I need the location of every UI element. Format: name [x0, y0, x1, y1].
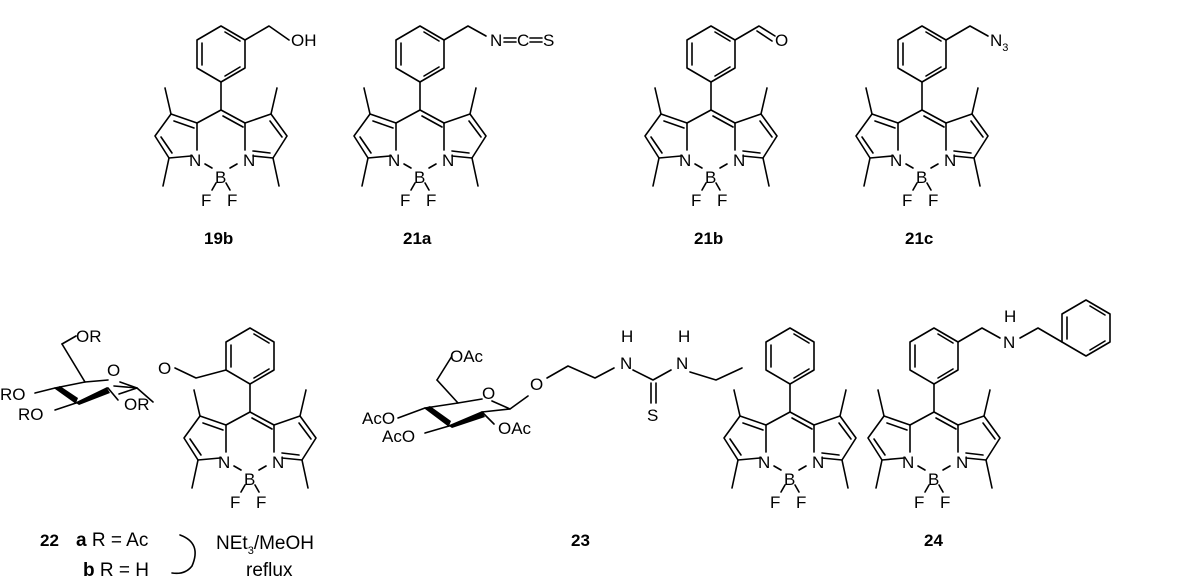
atom-boron: B	[784, 470, 795, 489]
atom-n-right: N	[733, 151, 745, 170]
compound-21b: O N N B F F 21b	[644, 25, 788, 248]
atom-fluorine-right: F	[227, 191, 237, 210]
atom-n-right: N	[812, 453, 824, 472]
substituent-hydroxyl: OH	[291, 31, 317, 50]
sugar-c3-substituent: RO	[18, 405, 44, 424]
sugar-ring-oxygen: O	[482, 384, 495, 403]
amine-nitrogen: N	[1003, 333, 1015, 352]
reaction-condition: reflux	[246, 560, 293, 581]
compound-24: H N N N B F F 24	[867, 299, 1111, 550]
atom-n-right: N	[272, 453, 284, 472]
atom-fluorine-right: F	[717, 191, 727, 210]
amine-hydrogen: H	[1004, 307, 1016, 326]
atom-n-right: N	[442, 151, 454, 170]
atom-fluorine-left: F	[770, 493, 780, 512]
sugar-c3-substituent: AcO	[382, 427, 415, 446]
substituent-s: S	[543, 31, 554, 50]
atom-boron: B	[705, 168, 716, 187]
atom-n-left: N	[218, 453, 230, 472]
atom-fluorine-left: F	[230, 493, 240, 512]
substituent-azide: N3	[990, 31, 1008, 54]
atom-n-left: N	[902, 453, 914, 472]
atom-fluorine-right: F	[940, 493, 950, 512]
atom-n-right: N	[944, 151, 956, 170]
compound-22: N N B F F OR O O RO RO OR 22 a R = Ac b …	[0, 327, 317, 581]
substituent-n: N	[490, 31, 502, 50]
compound-label: 23	[571, 531, 590, 550]
sugar-c2-substituent: OAc	[498, 419, 532, 438]
reaction-reagent: NEt3/MeOH	[216, 533, 314, 557]
compound-label: 21a	[403, 229, 432, 248]
atom-n-right: N	[243, 151, 255, 170]
sugar-c4-substituent: RO	[0, 385, 26, 404]
compound-19b: N N B F F OH 19b	[154, 25, 317, 248]
atom-n-right: N	[956, 453, 968, 472]
atom-boron: B	[916, 168, 927, 187]
atom-fluorine-right: F	[796, 493, 806, 512]
compound-label: 21b	[694, 229, 723, 248]
atom-n-left: N	[890, 151, 902, 170]
compound-21a: N N B F F N C S 21a	[353, 25, 554, 248]
atom-boron: B	[244, 470, 255, 489]
atom-fluorine-left: F	[691, 191, 701, 210]
atom-boron: B	[414, 168, 425, 187]
atom-fluorine-right: F	[426, 191, 436, 210]
atom-boron: B	[928, 470, 939, 489]
glycosidic-oxygen: O	[158, 359, 171, 378]
atom-fluorine-left: F	[902, 191, 912, 210]
sugar-c6-substituent: OR	[76, 327, 102, 346]
sugar-c6-substituent: OAc	[450, 347, 484, 366]
glycosidic-oxygen: O	[530, 375, 543, 394]
variant-b: b R = H	[83, 560, 149, 581]
atom-n-left: N	[189, 151, 201, 170]
sugar-c4-substituent: AcO	[362, 409, 395, 428]
substituent-c: C	[517, 31, 529, 50]
thiourea-n-left: N	[620, 354, 632, 373]
atom-n-left: N	[388, 151, 400, 170]
sugar-ring-oxygen: O	[107, 361, 120, 380]
compound-23: N N B F F OAc O O AcO AcO OAc H N H N S …	[362, 327, 857, 550]
thiourea-sulfur: S	[647, 406, 658, 425]
compound-label: 19b	[204, 229, 233, 248]
reaction-arrow-curve	[171, 534, 196, 575]
compound-21c: N3 N N B F F 21c	[855, 25, 1008, 248]
sugar-c2-substituent: OR	[124, 395, 150, 414]
atom-fluorine-left: F	[201, 191, 211, 210]
compound-label: 24	[924, 531, 943, 550]
atom-fluorine-left: F	[400, 191, 410, 210]
substituent-aldehyde-oxygen: O	[775, 31, 788, 50]
atom-boron: B	[215, 168, 226, 187]
compound-label: 21c	[905, 229, 933, 248]
atom-fluorine-left: F	[914, 493, 924, 512]
thiourea-h-right: H	[678, 327, 690, 346]
thiourea-n-right: N	[676, 354, 688, 373]
atom-n-left: N	[679, 151, 691, 170]
atom-fluorine-right: F	[928, 191, 938, 210]
variant-a: a R = Ac	[76, 530, 148, 551]
compound-label: 22	[40, 531, 59, 550]
atom-n-left: N	[758, 453, 770, 472]
atom-fluorine-right: F	[256, 493, 266, 512]
thiourea-h-left: H	[621, 327, 633, 346]
